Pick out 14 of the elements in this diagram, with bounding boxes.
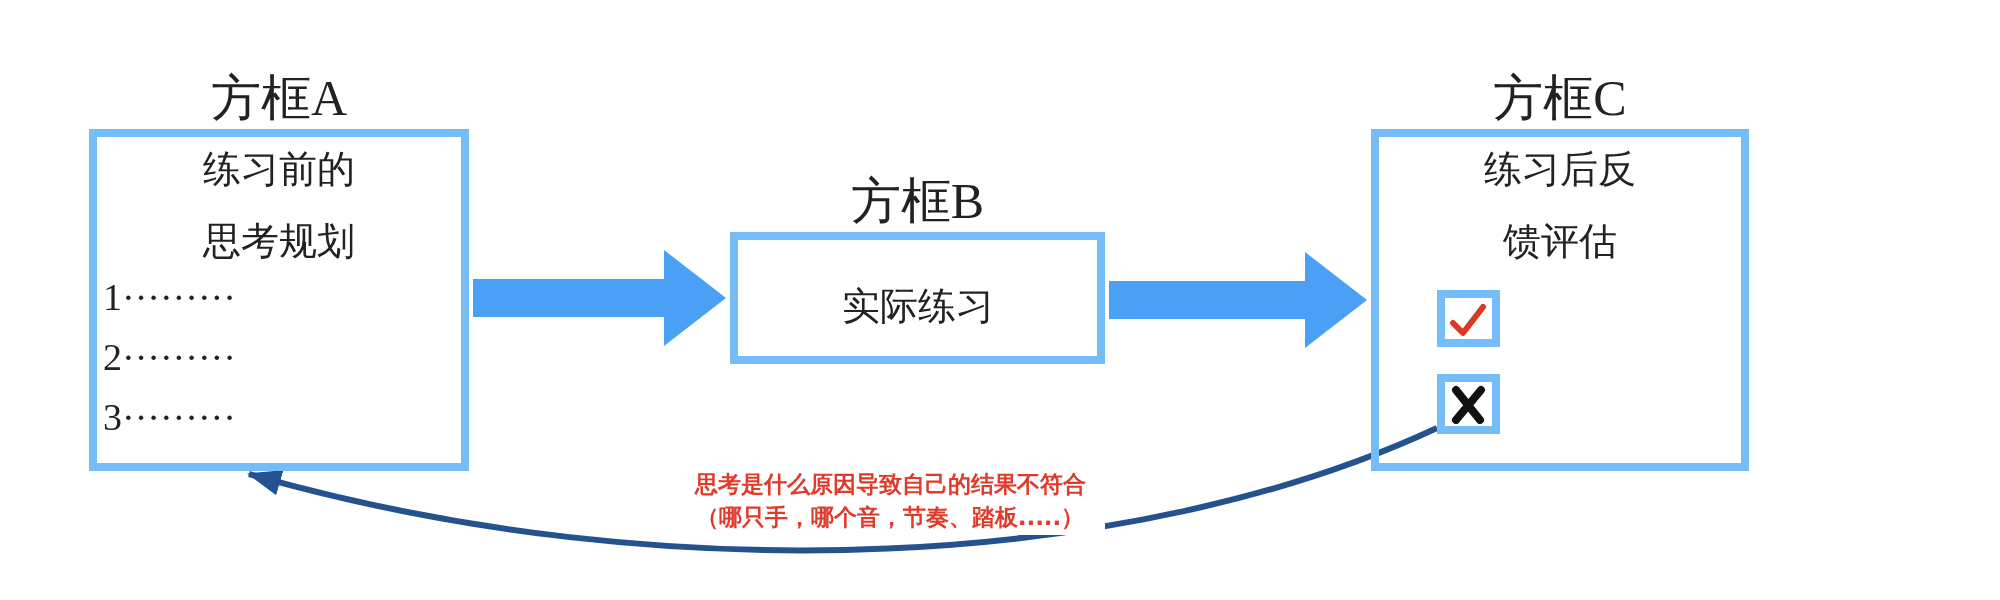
list-item: 3········· bbox=[103, 395, 236, 439]
block-arrow bbox=[1109, 252, 1367, 348]
box-heading: 方框C bbox=[1492, 69, 1628, 128]
block-arrow bbox=[473, 250, 726, 346]
checkbox bbox=[1437, 374, 1500, 434]
curved-arrow bbox=[247, 425, 1439, 554]
box-heading: 方框B bbox=[849, 172, 986, 231]
box-text: 实际练习 bbox=[840, 284, 995, 329]
box-text: 练习前的思考规划 bbox=[202, 147, 356, 265]
list-item: 1········· bbox=[103, 275, 236, 319]
box-text: 练习后反馈评估 bbox=[1483, 147, 1637, 265]
list-item: 2········· bbox=[103, 335, 236, 379]
box-heading: 方框A bbox=[209, 69, 349, 128]
checkbox bbox=[1437, 290, 1500, 347]
